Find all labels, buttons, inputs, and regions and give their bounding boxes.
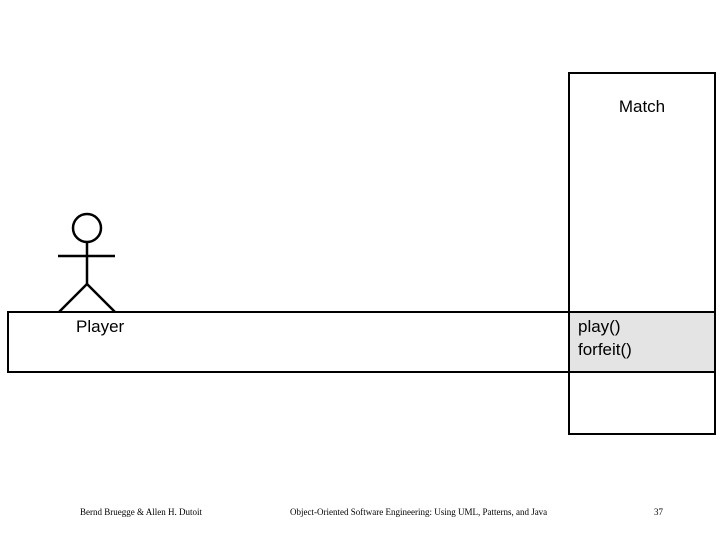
actor-head [71, 212, 103, 244]
footer-book-title: Object-Oriented Software Engineering: Us… [290, 507, 548, 517]
operation-forfeit: forfeit() [578, 340, 632, 359]
match-class-box [568, 72, 716, 435]
match-operations-compartment [570, 313, 714, 371]
footer-page-number: 37 [654, 507, 663, 517]
actor-right-leg [86, 283, 116, 313]
match-class-name: Match [618, 97, 666, 116]
footer-authors: Bernd Bruegge & Allen H. Dutoit [80, 507, 202, 517]
player-label: Player [76, 317, 125, 336]
operations-divider [568, 311, 570, 373]
actor-stick-figure-icon [58, 212, 116, 313]
operation-play: play() [578, 317, 621, 336]
actor-left-leg [58, 283, 88, 313]
